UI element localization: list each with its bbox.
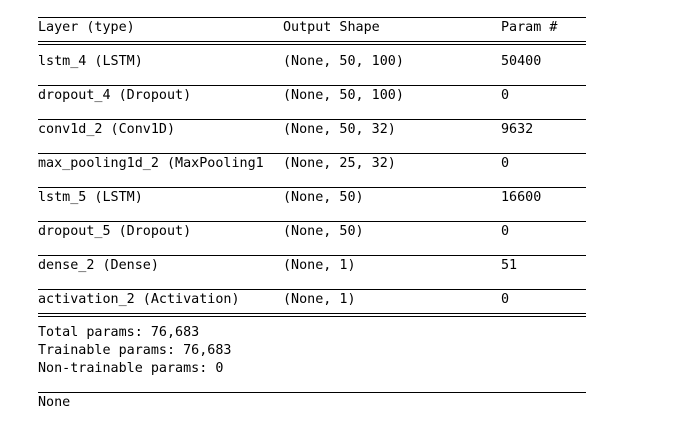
table-row: dropout_5 (Dropout) (None, 50) 0: [38, 224, 586, 242]
layer-name: max_pooling1d_2 (MaxPooling1: [38, 156, 264, 171]
table-row: lstm_4 (LSTM) (None, 50, 100) 50400: [38, 54, 586, 72]
layer-output-shape: (None, 50): [283, 224, 364, 239]
layer-param-count: 0: [501, 156, 510, 171]
row-rule: [38, 119, 586, 120]
total-params: Total params: 76,683: [38, 325, 200, 340]
header-param-count: Param #: [501, 20, 558, 35]
layer-name: dense_2 (Dense): [38, 258, 159, 273]
layer-name: dropout_5 (Dropout): [38, 224, 192, 239]
layer-param-count: 50400: [501, 54, 542, 69]
row-rule: [38, 289, 586, 290]
table-header: Layer (type) Output Shape Param #: [38, 20, 586, 38]
layer-param-count: 0: [501, 88, 510, 103]
table-row: max_pooling1d_2 (MaxPooling1 (None, 25, …: [38, 156, 586, 174]
layer-name: dropout_4 (Dropout): [38, 88, 192, 103]
layer-param-count: 0: [501, 292, 510, 307]
layer-output-shape: (None, 50, 100): [283, 54, 404, 69]
layer-name: lstm_5 (LSTM): [38, 190, 143, 205]
table-row: conv1d_2 (Conv1D) (None, 50, 32) 9632: [38, 122, 586, 140]
layer-output-shape: (None, 50, 32): [283, 122, 396, 137]
top-rule: [38, 17, 586, 18]
footer-double-rule: [38, 313, 586, 317]
non-trainable-params: Non-trainable params: 0: [38, 361, 224, 376]
layer-param-count: 0: [501, 224, 510, 239]
layer-param-count: 9632: [501, 122, 534, 137]
table-row: dropout_4 (Dropout) (None, 50, 100) 0: [38, 88, 586, 106]
header-output-shape: Output Shape: [283, 20, 380, 35]
layer-output-shape: (None, 50, 100): [283, 88, 404, 103]
layer-param-count: 51: [501, 258, 518, 273]
table-row: activation_2 (Activation) (None, 1) 0: [38, 292, 586, 310]
layer-name: conv1d_2 (Conv1D): [38, 122, 176, 137]
row-rule: [38, 221, 586, 222]
cell-return-value: None: [38, 395, 71, 410]
row-rule: [38, 187, 586, 188]
layer-output-shape: (None, 1): [283, 292, 356, 307]
header-double-rule: [38, 41, 586, 45]
row-rule: [38, 153, 586, 154]
layer-output-shape: (None, 50): [283, 190, 364, 205]
layer-output-shape: (None, 1): [283, 258, 356, 273]
layer-name: activation_2 (Activation): [38, 292, 240, 307]
row-rule: [38, 85, 586, 86]
bottom-rule: [38, 392, 586, 393]
header-layer-type: Layer (type): [38, 20, 135, 35]
table-row: dense_2 (Dense) (None, 1) 51: [38, 258, 586, 276]
layer-name: lstm_4 (LSTM): [38, 54, 143, 69]
table-row: lstm_5 (LSTM) (None, 50) 16600: [38, 190, 586, 208]
layer-output-shape: (None, 25, 32): [283, 156, 396, 171]
layer-param-count: 16600: [501, 190, 542, 205]
trainable-params: Trainable params: 76,683: [38, 343, 232, 358]
row-rule: [38, 255, 586, 256]
